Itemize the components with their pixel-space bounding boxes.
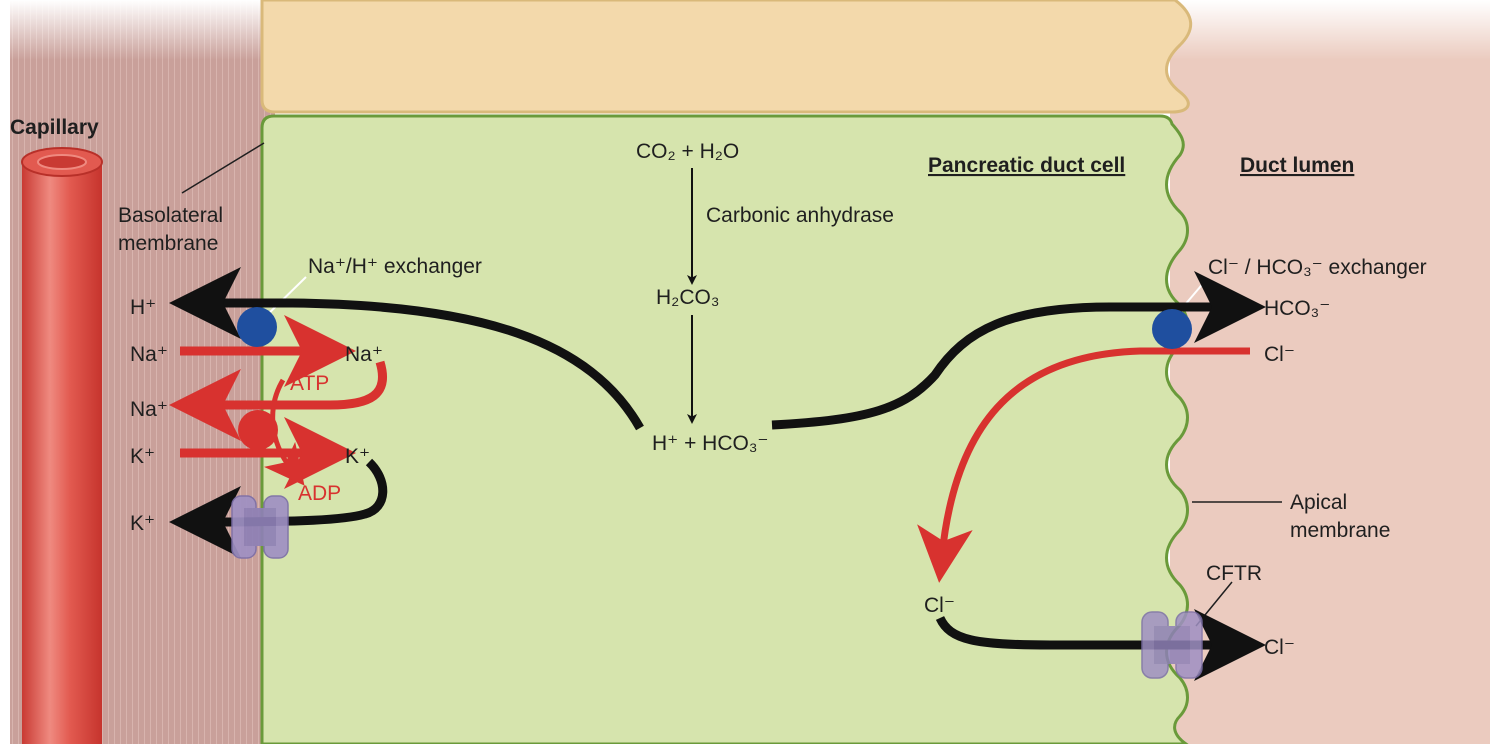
na-k-atpase-pump <box>238 410 278 450</box>
k-outside-label: K⁺ <box>130 445 155 468</box>
adp-label: ADP <box>298 482 341 505</box>
cl-efflux-path <box>935 609 1266 681</box>
hco3-efflux-path <box>771 271 1266 430</box>
basolateral-label-line2: membrane <box>118 232 218 255</box>
duct-lumen-label: Duct lumen <box>1240 154 1354 177</box>
cftr-channel-protein <box>1141 611 1203 679</box>
basolateral-label-line1: Basolateral <box>118 204 223 227</box>
basolateral-leader <box>181 142 265 194</box>
lumen-background <box>1170 0 1490 744</box>
cl-influx-path <box>917 347 1250 583</box>
adjacent-cell-top <box>260 0 1193 114</box>
na-outside-label-2: Na⁺ <box>130 398 168 421</box>
na-h-exchanger-label: Na⁺/H⁺ exchanger <box>308 255 482 278</box>
cl-lumen-label: Cl⁻ <box>1264 343 1295 366</box>
capillary-label: Capillary <box>10 116 99 139</box>
k-channel-protein <box>231 495 289 559</box>
cl-hco3-exchanger-label: Cl⁻ / HCO₃⁻ exchanger <box>1208 256 1427 279</box>
na-inside-label: Na⁺ <box>345 343 383 366</box>
pancreatic-duct-cell-label: Pancreatic duct cell <box>928 154 1125 177</box>
pancreatic-duct-cell-body <box>260 114 1189 744</box>
h-efflux-path <box>169 267 644 431</box>
apical-label-line2: membrane <box>1290 519 1390 542</box>
k-inside-label: K⁺ <box>345 445 370 468</box>
cl-hco3-exchanger-protein <box>1152 309 1192 349</box>
k-outside-label-2: K⁺ <box>130 512 155 535</box>
capillary <box>21 147 103 744</box>
apical-label-line1: Apical <box>1290 491 1347 514</box>
atp-label: ATP <box>290 372 329 395</box>
reaction-top-label: CO₂ + H₂O <box>636 140 739 163</box>
carbonic-anhydrase-label: Carbonic anhydrase <box>706 204 894 227</box>
cl-lumen-cftr-label: Cl⁻ <box>1264 636 1295 659</box>
cftr-label: CFTR <box>1206 562 1262 585</box>
cl-inside-label: Cl⁻ <box>924 594 955 617</box>
h-hco3-label: H⁺ + HCO₃⁻ <box>652 432 768 455</box>
h-outside-label: H⁺ <box>130 296 156 319</box>
na-outside-label: Na⁺ <box>130 343 168 366</box>
na-efflux-path <box>169 360 387 441</box>
hco3-lumen-label: HCO₃⁻ <box>1264 297 1330 320</box>
na-h-exchanger-protein <box>237 307 277 347</box>
h2co3-label: H₂CO₃ <box>656 286 719 309</box>
